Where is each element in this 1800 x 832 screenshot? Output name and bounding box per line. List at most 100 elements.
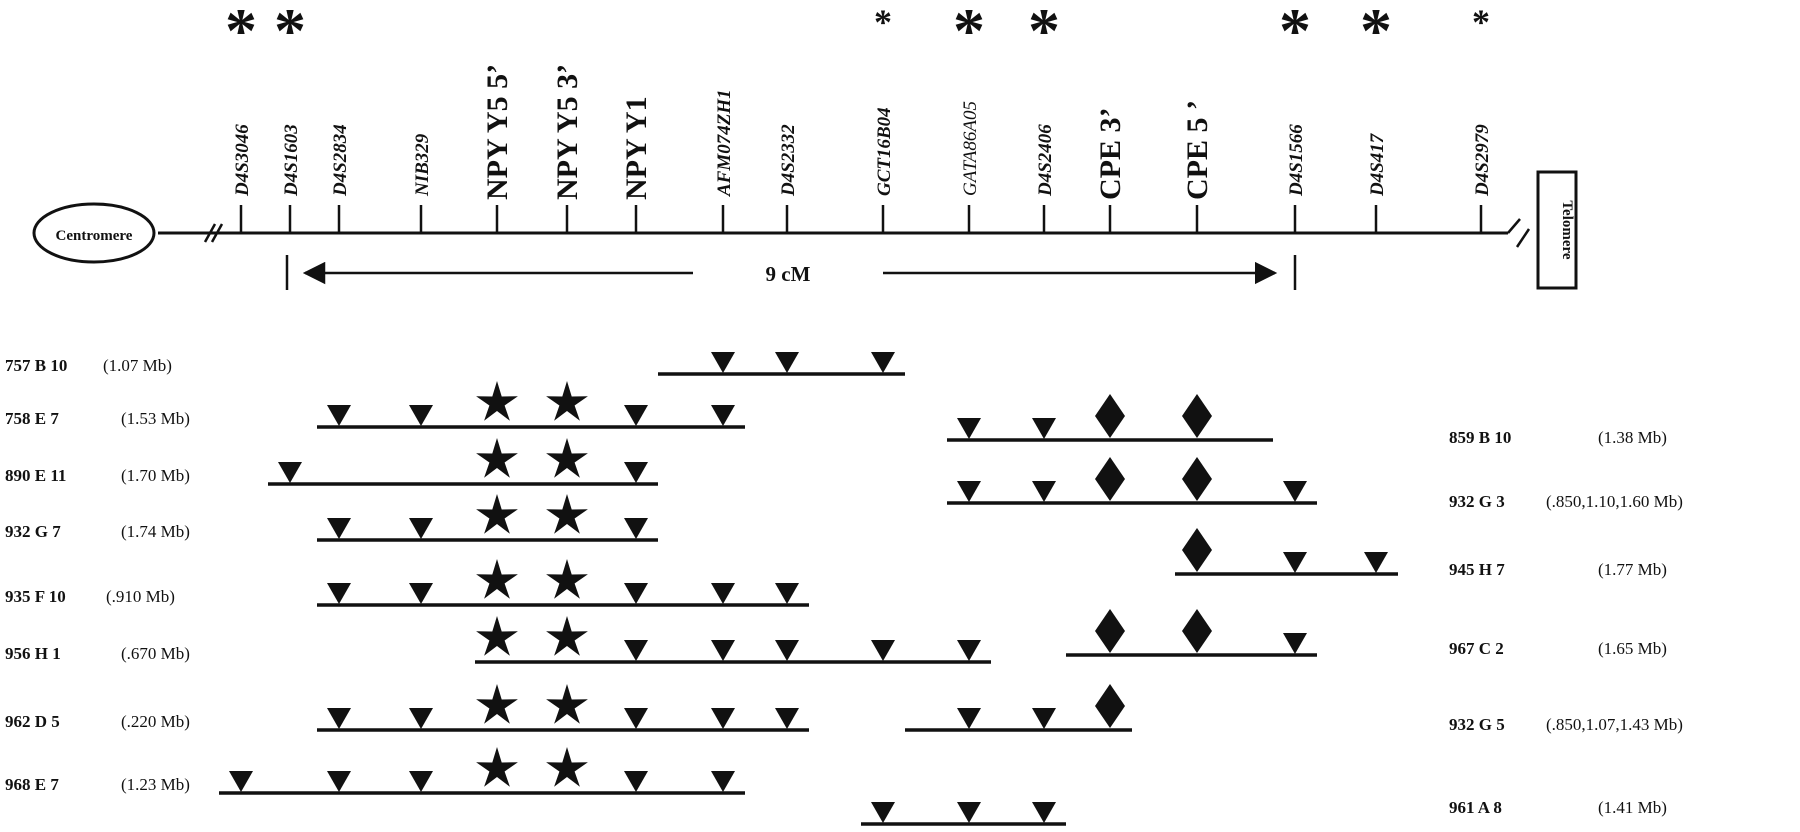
asterisk-small: * <box>1472 2 1490 42</box>
marker-label: D4S3046 <box>232 124 253 197</box>
marker-d4s2834: D4S2834 <box>330 124 351 233</box>
sts-triangle <box>624 771 648 792</box>
clone-932-g-7: 932 G 7(1.74 Mb) <box>5 494 658 542</box>
interval-label: 9 cM <box>766 262 811 286</box>
marker-label: D4S2834 <box>330 124 351 197</box>
clone-size: (.910 Mb) <box>106 587 175 606</box>
sts-triangle <box>1283 633 1307 654</box>
sts-triangle <box>409 518 433 539</box>
sts-triangle <box>624 462 648 483</box>
npy-star <box>546 381 588 421</box>
clone-962-d-5: 962 D 5(.220 Mb) <box>5 684 809 732</box>
npy-star <box>476 684 518 724</box>
sts-triangle <box>1032 708 1056 729</box>
clone-932-g-5: 932 G 5 (.850,1.07,1.43 Mb) <box>905 684 1683 734</box>
sts-triangle <box>1283 481 1307 502</box>
marker-label: AFM074ZH1 <box>714 89 735 197</box>
clone-size: (1.70 Mb) <box>121 466 190 485</box>
telomere-box <box>1536 170 1578 290</box>
npy-star <box>476 494 518 534</box>
cpe-diamond <box>1095 457 1125 501</box>
clones-layer: 757 B 10 (1.07 Mb) 758 E 7(1.53 Mb) 890 E 1… <box>5 352 1683 826</box>
marker-cpe-5: CPE 5 ’ <box>1181 100 1214 233</box>
marker-npy-y5-5: NPY Y5 5’ <box>481 64 514 233</box>
clone-name: 890 E 11 <box>5 466 66 485</box>
marker-label: D4S417 <box>1367 132 1388 197</box>
sts-triangle <box>624 518 648 539</box>
marker-label: D4S2332 <box>778 124 799 197</box>
marker-npy-y1: NPY Y1 <box>620 96 653 233</box>
sts-triangle <box>1032 481 1056 502</box>
marker-label: D4S1566 <box>1286 124 1307 197</box>
sts-triangle <box>711 771 735 792</box>
telomere-label: Telomere <box>1559 200 1575 259</box>
centromere: Centromere <box>32 202 156 264</box>
clone-758-e-7: 758 E 7(1.53 Mb) <box>5 381 745 429</box>
cpe-diamond <box>1095 684 1125 728</box>
clone-size: (.850,1.10,1.60 Mb) <box>1546 492 1683 511</box>
npy-star <box>476 438 518 478</box>
clone-859-b-10: 859 B 10(1.38 Mb) <box>947 394 1667 447</box>
cpe-diamond <box>1095 609 1125 653</box>
axis-break-left <box>203 223 224 243</box>
sts-triangle <box>775 708 799 729</box>
marker-d4s417: D4S417* <box>1360 0 1392 233</box>
asterisk-large: * <box>1028 0 1060 66</box>
sts-triangle <box>409 405 433 426</box>
marker-label: NIB329 <box>412 133 433 197</box>
clone-name: 962 D 5 <box>5 712 60 731</box>
marker-d4s2979: D4S2979 * <box>1472 2 1493 233</box>
npy-star <box>546 559 588 599</box>
marker-label: D4S2979 <box>1472 124 1493 197</box>
marker-label: NPY Y1 <box>620 96 653 200</box>
clone-757-b-10: 757 B 10 (1.07 Mb) <box>5 352 905 376</box>
clone-name: 758 E 7 <box>5 409 59 428</box>
marker-d4s2406: D4S2406* <box>1028 0 1060 233</box>
clone-name: 932 G 5 <box>1449 715 1505 734</box>
sts-triangle <box>1364 552 1388 573</box>
cpe-diamond <box>1182 528 1212 572</box>
clone-size: (1.07 Mb) <box>103 356 172 375</box>
sts-triangle <box>711 640 735 661</box>
clone-name: 757 B 10 <box>5 356 67 375</box>
marker-cpe-3: CPE 3’ <box>1094 108 1127 233</box>
sts-triangle <box>1283 552 1307 573</box>
marker-label: NPY Y5 5’ <box>481 64 514 200</box>
npy-star <box>476 747 518 787</box>
interval-9cm: 9 cM <box>285 255 1297 290</box>
clone-name: 859 B 10 <box>1449 428 1511 447</box>
marker-label: CPE 5 ’ <box>1181 100 1214 200</box>
marker-npy-y5-3: NPY Y5 3’ <box>551 64 584 233</box>
npy-star <box>546 747 588 787</box>
axis-break-right <box>1507 218 1531 248</box>
clone-size: (1.74 Mb) <box>121 522 190 541</box>
sts-triangle <box>1032 418 1056 439</box>
clone-name: 935 F 10 <box>5 587 66 606</box>
sts-triangle <box>711 405 735 426</box>
sts-triangle <box>957 481 981 502</box>
npy-star <box>546 684 588 724</box>
marker-d4s1603: D4S1603* <box>274 0 306 233</box>
clone-name: 956 H 1 <box>5 644 61 663</box>
telomere: Telomere <box>1536 170 1578 290</box>
clone-name: 932 G 3 <box>1449 492 1505 511</box>
centromere-label: Centromere <box>56 228 133 244</box>
cpe-diamond <box>1182 394 1212 438</box>
clone-size: (1.65 Mb) <box>1598 639 1667 658</box>
sts-triangle <box>775 352 799 373</box>
centromere-ellipse <box>32 202 156 264</box>
npy-star <box>476 616 518 656</box>
sts-triangle <box>1032 802 1056 823</box>
asterisk-large: * <box>225 0 257 66</box>
cpe-diamond <box>1182 609 1212 653</box>
clone-956-h-1: 956 H 1(.670 Mb) <box>5 616 991 664</box>
sts-triangle <box>957 802 981 823</box>
sts-triangle <box>711 352 735 373</box>
sts-triangle <box>624 640 648 661</box>
clone-size: (.850,1.07,1.43 Mb) <box>1546 715 1683 734</box>
clone-name: 945 H 7 <box>1449 560 1505 579</box>
sts-triangle <box>624 708 648 729</box>
marker-gct16b04: GCT16B04* <box>874 2 895 233</box>
npy-star <box>546 438 588 478</box>
